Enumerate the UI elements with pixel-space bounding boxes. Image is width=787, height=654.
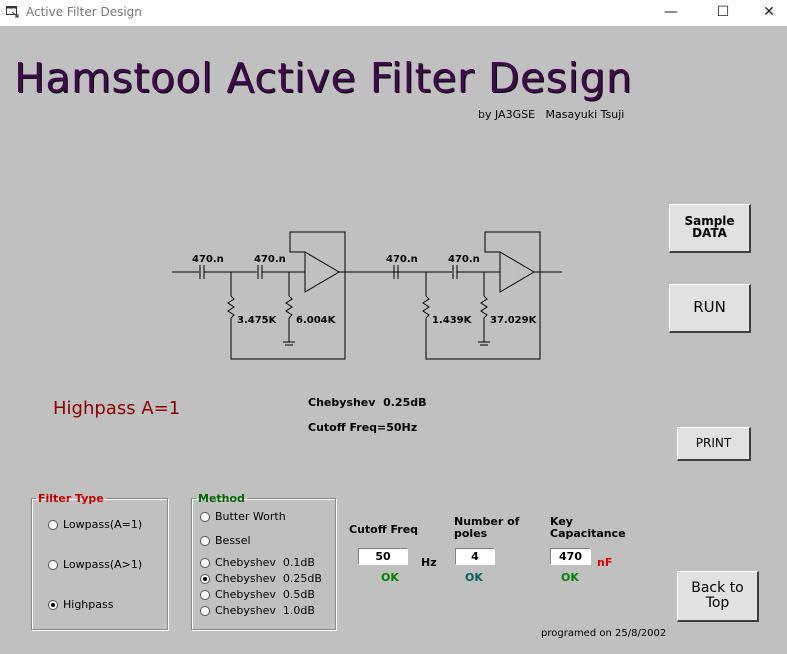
radio-chebyshev-0-1[interactable]: Chebyshev 0.1dB (200, 556, 315, 569)
sample-data-button[interactable]: Sample DATA (669, 204, 751, 253)
cap-unit: nF (597, 556, 613, 569)
cap-label-line1: Key (550, 515, 573, 528)
method-group: Method (191, 492, 336, 630)
radio-bessel[interactable]: Bessel (200, 534, 251, 547)
filter-type-legend: Filter Type (38, 492, 104, 505)
radio-label: Lowpass(A>1) (63, 558, 143, 571)
cap-input[interactable] (550, 548, 591, 565)
cutoff-unit: Hz (421, 556, 437, 569)
print-button[interactable]: PRINT (677, 427, 751, 461)
radio-dot (200, 535, 210, 546)
filter-type-group: Filter Type (31, 492, 168, 630)
app-heading: Hamstool Active Filter Design (14, 54, 633, 102)
stage2-r1-label: 1.439K (432, 315, 473, 326)
radio-dot (200, 557, 210, 568)
stage1-r1-label: 3.475K (237, 315, 278, 326)
cutoff-freq-input[interactable] (358, 548, 408, 565)
stage1-c1-label: 470.n (192, 254, 224, 265)
radio-dot-selected (200, 573, 210, 584)
stage2-c2-label: 470.n (448, 254, 480, 265)
program-date: programed on 25/8/2002 (541, 628, 667, 639)
radio-dot (200, 589, 210, 600)
radio-chebyshev-1-0[interactable]: Chebyshev 1.0dB (200, 604, 315, 617)
radio-dot (48, 559, 58, 570)
poles-status: OK (465, 571, 483, 584)
radio-lowpass-a1[interactable]: Lowpass(A=1) (48, 518, 142, 531)
radio-highpass[interactable]: Highpass (48, 598, 113, 611)
radio-chebyshev-0-25[interactable]: Chebyshev 0.25dB (200, 572, 322, 585)
back-label-line2: Top (705, 595, 730, 611)
poles-label-line1: Number of (454, 515, 520, 528)
run-button[interactable]: RUN (669, 284, 751, 333)
close-button[interactable]: ✕ (763, 4, 775, 20)
radio-lowpass-agt1[interactable]: Lowpass(A>1) (48, 558, 142, 571)
radio-dot-selected (48, 599, 58, 610)
radio-label: Chebyshev 0.1dB (215, 556, 315, 569)
print-label: PRINT (695, 436, 732, 450)
poles-label: Number of poles (454, 516, 519, 540)
run-label: RUN (693, 298, 726, 316)
radio-label: Butter Worth (215, 510, 286, 523)
stage1-r2-label: 6.004K (296, 315, 337, 326)
poles-input[interactable] (455, 548, 495, 565)
author-byline: by JA3GSE Masayuki Tsuji (478, 108, 625, 121)
cap-status: OK (561, 571, 579, 584)
maximize-button[interactable]: ☐ (716, 4, 730, 20)
cutoff-status: OK (381, 571, 399, 584)
radio-label: Lowpass(A=1) (63, 518, 143, 531)
minimize-button[interactable]: — (664, 4, 678, 20)
radio-dot (200, 605, 210, 616)
stage1-c2-label: 470.n (254, 254, 286, 265)
stage2-c1-label: 470.n (386, 254, 418, 265)
back-to-top-button[interactable]: Back to Top (677, 571, 759, 622)
radio-dot (48, 519, 58, 530)
sample-data-label-line1: Sample (684, 214, 735, 228)
radio-label: Chebyshev 1.0dB (215, 604, 315, 617)
window-titlebar: Active Filter Design — ☐ ✕ (0, 0, 787, 26)
result-cutoff: Cutoff Freq=50Hz (308, 421, 418, 434)
cap-label: Key Capacitance (550, 516, 626, 540)
filter-schematic: 470.n 470.n 3.475K 6.004K 470.n 470.n 1.… (172, 231, 562, 360)
radio-label: Chebyshev 0.5dB (215, 588, 315, 601)
result-method: Chebyshev 0.25dB (308, 396, 427, 409)
stage2-r2-label: 37.029K (490, 315, 538, 326)
radio-label: Chebyshev 0.25dB (215, 572, 322, 585)
back-label-line1: Back to (691, 580, 744, 596)
cutoff-freq-label: Cutoff Freq (349, 523, 419, 536)
result-filter-type: Highpass A=1 (53, 398, 181, 419)
radio-butterworth[interactable]: Butter Worth (200, 510, 286, 523)
cap-label-line2: Capacitance (550, 527, 626, 540)
radio-label: Highpass (63, 598, 114, 611)
radio-chebyshev-0-5[interactable]: Chebyshev 0.5dB (200, 588, 315, 601)
radio-label: Bessel (215, 534, 251, 547)
window-title: Active Filter Design (26, 5, 142, 19)
method-legend: Method (198, 492, 245, 505)
radio-dot (200, 511, 210, 522)
app-icon (6, 6, 19, 18)
sample-data-label-line2: DATA (692, 226, 727, 240)
poles-label-line2: poles (454, 527, 488, 540)
